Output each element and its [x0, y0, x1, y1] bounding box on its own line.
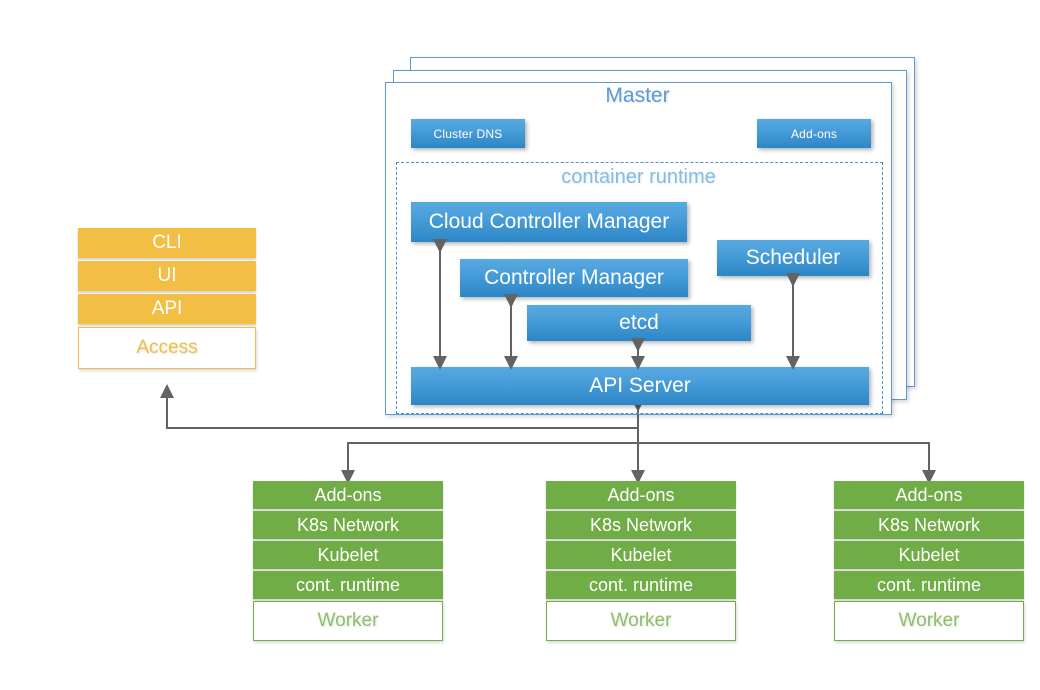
cluster-dns-box[interactable]: Cluster DNS — [411, 119, 525, 148]
worker-3-layer-addons[interactable]: Add-ons — [834, 481, 1024, 509]
access-bar-api[interactable]: API — [78, 294, 256, 324]
worker-1-layer-kubelet[interactable]: Kubelet — [253, 541, 443, 569]
worker-3-layer-kubelet[interactable]: Kubelet — [834, 541, 1024, 569]
worker-1-layer-addons[interactable]: Add-ons — [253, 481, 443, 509]
cloud-controller-manager-box[interactable]: Cloud Controller Manager — [411, 202, 687, 242]
worker-2-layer-network[interactable]: K8s Network — [546, 511, 736, 539]
access-bar-cli[interactable]: CLI — [78, 228, 256, 258]
controller-manager-box[interactable]: Controller Manager — [460, 259, 688, 297]
worker-node-2: Add-ons K8s Network Kubelet cont. runtim… — [546, 481, 736, 641]
access-stack: CLI UI API Access — [78, 228, 256, 369]
worker-2-layer-runtime[interactable]: cont. runtime — [546, 571, 736, 599]
scheduler-box[interactable]: Scheduler — [717, 240, 869, 276]
worker-3-label: Worker — [834, 601, 1024, 641]
worker-2-layer-addons[interactable]: Add-ons — [546, 481, 736, 509]
etcd-box[interactable]: etcd — [527, 305, 751, 341]
edge-apiserver-worker-3 — [638, 442, 936, 484]
access-label: Access — [78, 327, 256, 369]
worker-2-label: Worker — [546, 601, 736, 641]
worker-1-layer-network[interactable]: K8s Network — [253, 511, 443, 539]
worker-node-3: Add-ons K8s Network Kubelet cont. runtim… — [834, 481, 1024, 641]
master-title: Master — [605, 84, 670, 107]
worker-3-layer-runtime[interactable]: cont. runtime — [834, 571, 1024, 599]
access-bar-ui[interactable]: UI — [78, 261, 256, 291]
worker-1-label: Worker — [253, 601, 443, 641]
edge-apiserver-access — [160, 384, 638, 429]
container-runtime-title: container runtime — [561, 166, 716, 188]
worker-2-layer-kubelet[interactable]: Kubelet — [546, 541, 736, 569]
edge-apiserver-worker-1 — [341, 442, 638, 484]
worker-node-1: Add-ons K8s Network Kubelet cont. runtim… — [253, 481, 443, 641]
worker-3-layer-network[interactable]: K8s Network — [834, 511, 1024, 539]
master-addons-box[interactable]: Add-ons — [757, 119, 871, 148]
worker-1-layer-runtime[interactable]: cont. runtime — [253, 571, 443, 599]
